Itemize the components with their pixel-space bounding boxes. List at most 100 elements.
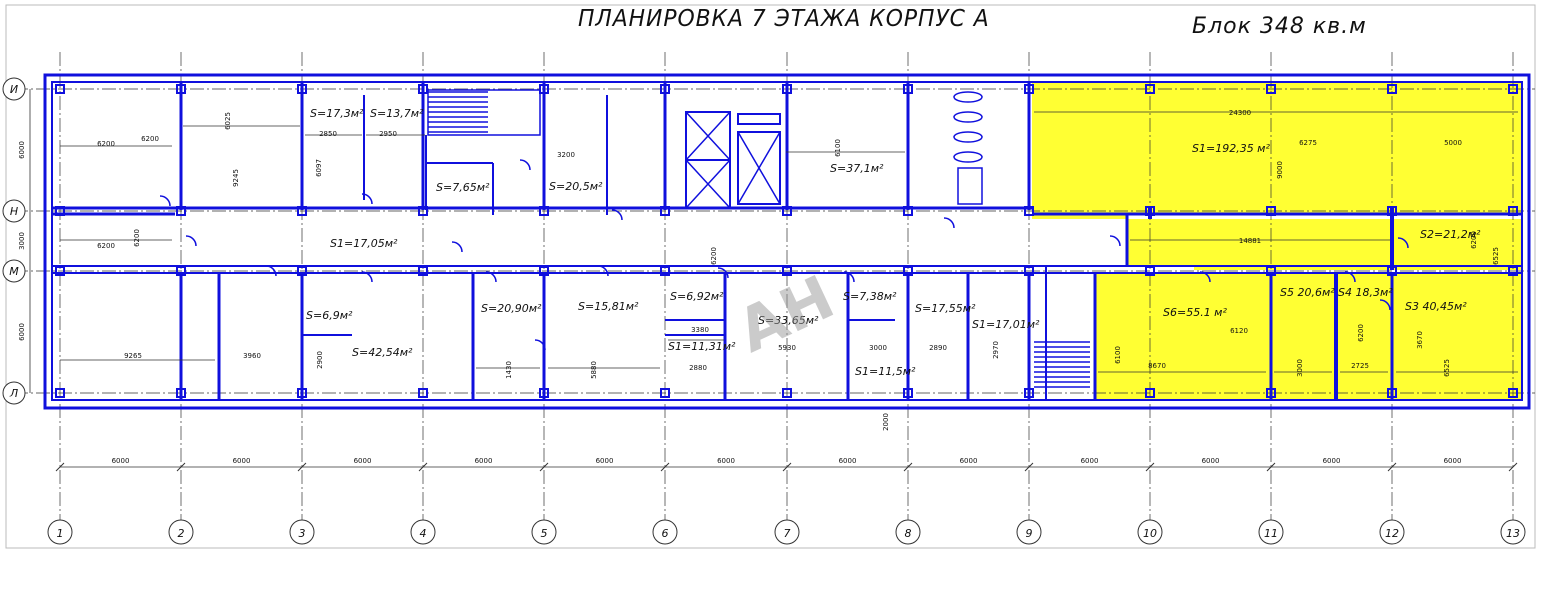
structural-column — [1145, 266, 1155, 276]
axis-label-column: 4 — [420, 527, 427, 540]
room-area-label: S=6,92м² — [670, 290, 724, 303]
column-spacing-value: 6000 — [717, 457, 735, 465]
dimension-value: 2850 — [319, 130, 337, 138]
dimension-value: 5880 — [590, 361, 598, 379]
room-area-label: S=13,7м² — [370, 107, 424, 120]
dimension-value: 24300 — [1229, 109, 1251, 117]
toilet — [957, 167, 983, 205]
dimension-value: 6200 — [133, 229, 141, 247]
dimension-tick — [176, 462, 186, 472]
dimension-tick — [1145, 462, 1155, 472]
door-swing — [361, 193, 373, 205]
structural-column — [418, 388, 428, 398]
door-swing — [159, 195, 171, 207]
dimension-value: 2890 — [929, 344, 947, 352]
structural-column — [55, 206, 65, 216]
room-area-label: S=7,38м² — [843, 290, 897, 303]
axis-bubble-column — [531, 519, 557, 545]
dimension-value: 3000 — [1296, 359, 1304, 377]
elevator-cross — [685, 159, 731, 209]
structural-column — [1387, 266, 1397, 276]
axis-label-column: 9 — [1026, 527, 1033, 540]
structural-column — [297, 206, 307, 216]
structural-column — [176, 84, 186, 94]
structural-column — [1024, 84, 1034, 94]
column-spacing-value: 6000 — [1323, 457, 1341, 465]
structural-column — [55, 388, 65, 398]
door-swing — [597, 265, 609, 277]
room-area-label: S=15,81м² — [578, 300, 639, 313]
door-swing — [534, 339, 546, 351]
dimension-value: 6525 — [1443, 359, 1451, 377]
axis-label-column: 10 — [1143, 527, 1157, 540]
dimension-value: 5000 — [1444, 139, 1462, 147]
dimension-tick — [539, 462, 549, 472]
axis-label-column: 11 — [1264, 527, 1278, 540]
column-spacing-value: 6000 — [1081, 457, 1099, 465]
room-area-label: S1=17,01м² — [972, 318, 1040, 331]
axis-bubble-row — [2, 381, 26, 405]
elevator-cross — [737, 131, 781, 205]
structural-column — [660, 84, 670, 94]
structural-column — [1266, 266, 1276, 276]
structural-column — [782, 84, 792, 94]
axis-bubble-column — [1016, 519, 1042, 545]
structural-column — [903, 84, 913, 94]
axis-bubble-column — [289, 519, 315, 545]
structural-column — [1145, 388, 1155, 398]
structural-column — [539, 206, 549, 216]
structural-column — [418, 266, 428, 276]
highlight-block — [1032, 82, 1522, 400]
room-area-label: S=20,90м² — [481, 302, 542, 315]
structural-column — [539, 84, 549, 94]
axis-label-row: Н — [10, 205, 18, 218]
dimension-value: 6200 — [97, 140, 115, 148]
door-swing — [361, 271, 373, 283]
axis-bubble-column — [774, 519, 800, 545]
sink — [953, 131, 983, 143]
column-spacing-value: 6000 — [596, 457, 614, 465]
sink — [953, 151, 983, 163]
dimension-value: 6200 — [1470, 231, 1478, 249]
outer-wall — [43, 73, 1531, 410]
structural-column — [1024, 266, 1034, 276]
sink — [953, 91, 983, 103]
dimension-value: 2725 — [1351, 362, 1369, 370]
sink — [953, 111, 983, 123]
dimension-value: 9245 — [232, 169, 240, 187]
column-spacing-value: 6000 — [1202, 457, 1220, 465]
room-area-label: S3 40,45м² — [1405, 300, 1467, 313]
stair — [427, 89, 541, 136]
room-area-label: S1=192,35 м² — [1192, 142, 1270, 155]
axis-bubble-row — [2, 77, 26, 101]
structural-column — [55, 266, 65, 276]
axis-label-column: 5 — [541, 527, 548, 540]
room-area-label: S1=17,05м² — [330, 237, 398, 250]
axis-bubble-column — [410, 519, 436, 545]
structural-column — [297, 266, 307, 276]
structural-column — [782, 206, 792, 216]
axis-bubble-column — [168, 519, 194, 545]
room-area-label: S=17,3м² — [310, 107, 364, 120]
dimension-tick — [1024, 462, 1034, 472]
structural-column — [1387, 84, 1397, 94]
structural-column — [1024, 388, 1034, 398]
axis-label-row: И — [10, 83, 18, 96]
room-area-label: S=6,9м² — [306, 309, 353, 322]
structural-column — [1508, 266, 1518, 276]
axis-label-column: 7 — [784, 527, 791, 540]
dimension-value: 6275 — [1299, 139, 1317, 147]
structural-column — [418, 84, 428, 94]
dimension-value: 6200 — [141, 135, 159, 143]
row-spacing-value: 3000 — [18, 232, 26, 250]
structural-column — [418, 206, 428, 216]
axis-bubble-column — [652, 519, 678, 545]
door-swing — [451, 241, 463, 253]
door-swing — [717, 267, 729, 279]
axis-bubble-column — [47, 519, 73, 545]
structural-column — [55, 84, 65, 94]
structural-column — [539, 266, 549, 276]
dimension-value: 6200 — [1357, 324, 1365, 342]
room-area-label: S=20,5м² — [549, 180, 603, 193]
door-swing — [485, 271, 497, 283]
